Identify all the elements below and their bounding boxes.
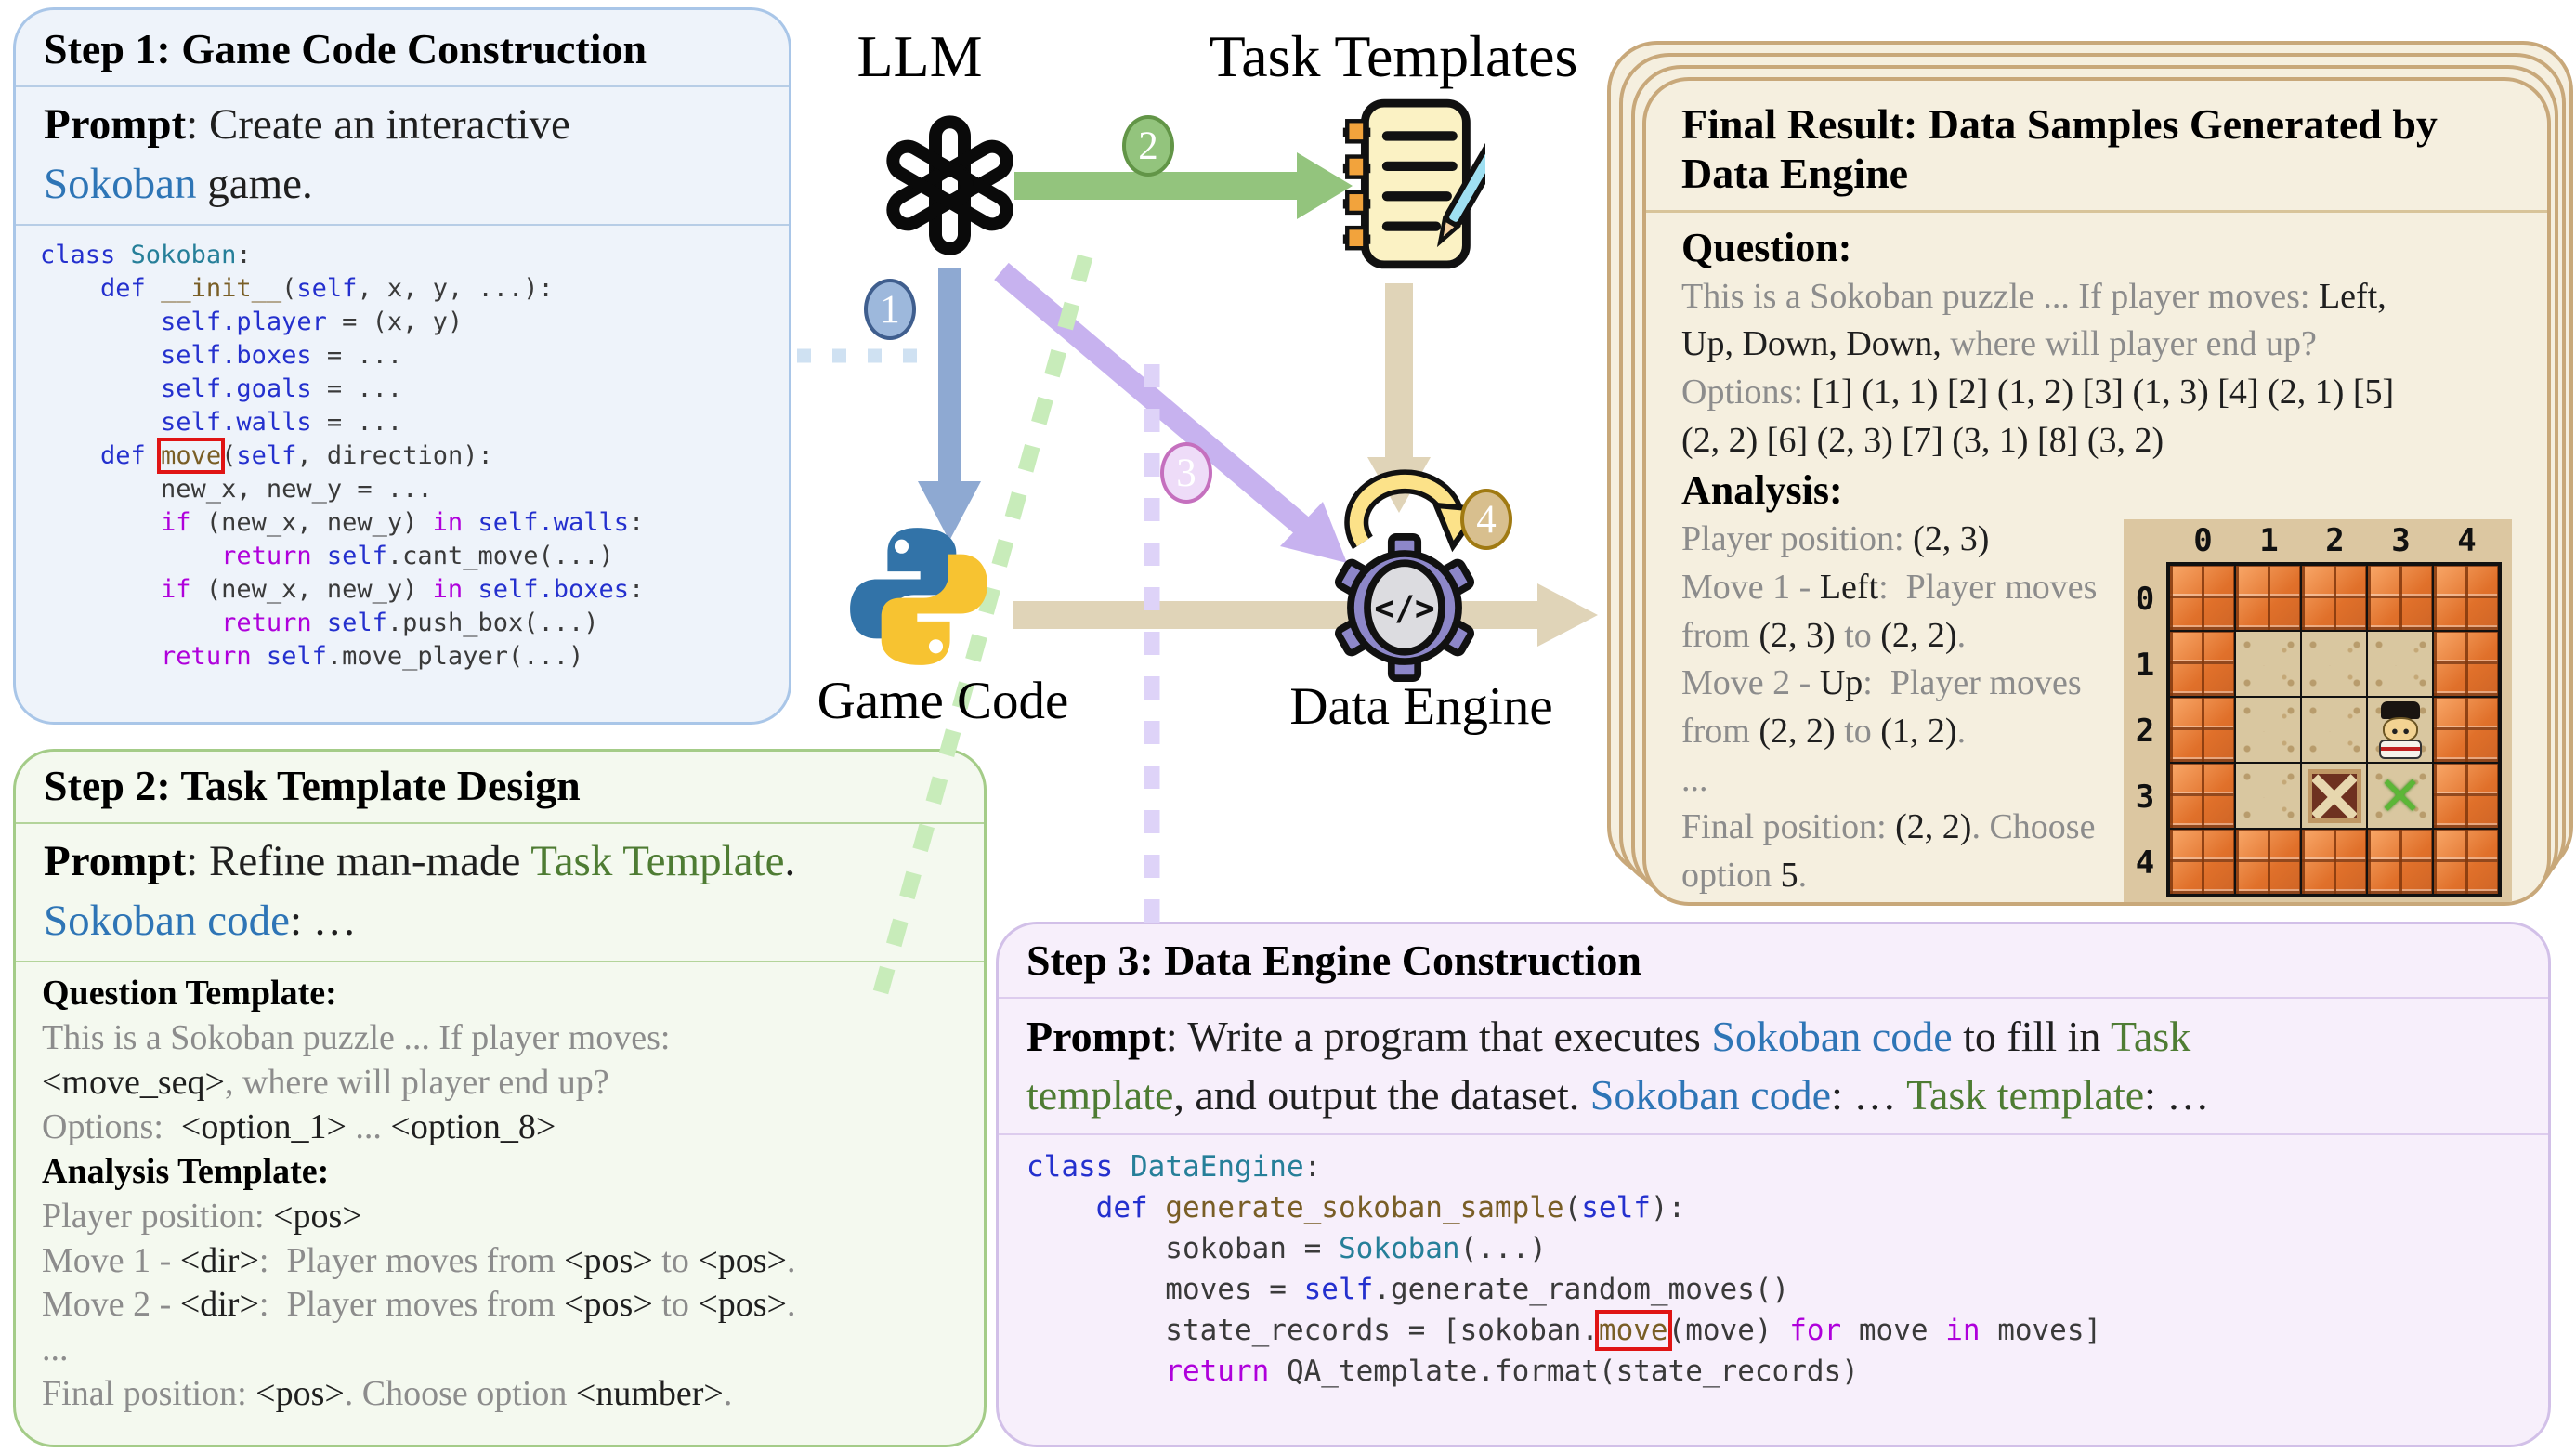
flow-step-badge-4: 4 bbox=[1460, 489, 1512, 550]
grid-tile-player bbox=[2367, 697, 2433, 764]
final-result-title: Final Result: Data Samples Generated by … bbox=[1681, 100, 2438, 198]
task-templates-label: Task Templates bbox=[1209, 23, 1578, 89]
analysis-text: Player position: (2, 3)Move 1 - Left: Pl… bbox=[1681, 519, 2098, 896]
arrow-llm-to-game-code bbox=[918, 268, 981, 541]
grid-tile-wall bbox=[2169, 697, 2235, 764]
step3-prompt: Prompt: Write a program that executes So… bbox=[999, 999, 2548, 1135]
data-engine-gear-icon: </> bbox=[1334, 533, 1475, 682]
llm-label: LLM bbox=[856, 23, 983, 89]
grid-tile-floor bbox=[2235, 631, 2301, 698]
step3-box: Step 3: Data Engine Construction Prompt:… bbox=[996, 922, 2551, 1447]
grid-tile-wall bbox=[2367, 829, 2433, 896]
grid-tile-wall bbox=[2433, 565, 2499, 632]
grid-tile-floor bbox=[2235, 763, 2301, 830]
openai-llm-icon bbox=[886, 115, 1013, 255]
game-code-label: Game Code bbox=[817, 672, 1069, 730]
grid-tile-floor bbox=[2301, 697, 2367, 764]
grid-tile-wall bbox=[2433, 697, 2499, 764]
grid-tile-wall bbox=[2301, 565, 2367, 632]
question-heading: Question: bbox=[1681, 224, 1852, 270]
grid-tile-floor bbox=[2367, 631, 2433, 698]
grid-tile-wall bbox=[2169, 565, 2235, 632]
data-engine-label: Data Engine bbox=[1289, 677, 1553, 736]
grid-tile-wall bbox=[2169, 631, 2235, 698]
final-result-box: Final Result: Data Samples Generated by … bbox=[1642, 77, 2551, 906]
step2-title: Step 2: Task Template Design bbox=[16, 752, 984, 824]
grid-tile-wall bbox=[2367, 565, 2433, 632]
pen-icon bbox=[1436, 137, 1485, 248]
grid-tile-floor bbox=[2235, 697, 2301, 764]
analysis-heading: Analysis: bbox=[1681, 467, 1843, 514]
step2-template-block: Question Template:This is a Sokoban puzz… bbox=[42, 974, 796, 1414]
goal-icon: ✕ bbox=[2377, 764, 2423, 828]
grid-tile-wall bbox=[2433, 763, 2499, 830]
arrow-game-code-to-final-result bbox=[1013, 583, 1598, 647]
grid-tile-wall bbox=[2433, 631, 2499, 698]
task-templates-icon bbox=[1342, 98, 1485, 269]
grid-tile-wall bbox=[2433, 829, 2499, 896]
arrow-llm-to-task-templates bbox=[1014, 152, 1353, 219]
step1-box: Step 1: Game Code Construction Prompt: C… bbox=[13, 7, 791, 725]
flow-step-badge-3: 3 bbox=[1160, 442, 1212, 504]
grid-tile-floor bbox=[2301, 631, 2367, 698]
flow-step-badge-1: 1 bbox=[864, 279, 916, 340]
step1-title: Step 1: Game Code Construction bbox=[16, 10, 789, 87]
grid-tile-wall bbox=[2169, 763, 2235, 830]
step3-code-block: class DataEngine: def generate_sokoban_s… bbox=[1026, 1149, 2102, 1388]
step2-box: Step 2: Task Template Design Prompt: Ref… bbox=[13, 749, 987, 1447]
step3-title: Step 3: Data Engine Construction bbox=[999, 924, 2548, 999]
grid-tile-wall bbox=[2301, 829, 2367, 896]
code-glyph: </> bbox=[1374, 588, 1434, 628]
question-text: This is a Sokoban puzzle ... If player m… bbox=[1681, 276, 2395, 460]
final-result-separator bbox=[1646, 209, 2547, 213]
player-icon bbox=[2376, 700, 2425, 759]
grid-tile-wall bbox=[2235, 565, 2301, 632]
box-crate-icon bbox=[2307, 768, 2361, 823]
arrow-llm-to-data-engine bbox=[994, 262, 1347, 563]
grid-tile-wall bbox=[2169, 829, 2235, 896]
grid-tile-box bbox=[2301, 763, 2367, 830]
grid-tile-goal: ✕ bbox=[2367, 763, 2433, 830]
step1-code-block: class Sokoban: def __init__(self, x, y, … bbox=[40, 241, 645, 672]
flow-step-badge-2: 2 bbox=[1122, 115, 1174, 177]
python-game-code-icon bbox=[850, 528, 987, 665]
step2-prompt: Prompt: Refine man-made Task Template.So… bbox=[16, 824, 984, 963]
grid-tile-wall bbox=[2235, 829, 2301, 896]
